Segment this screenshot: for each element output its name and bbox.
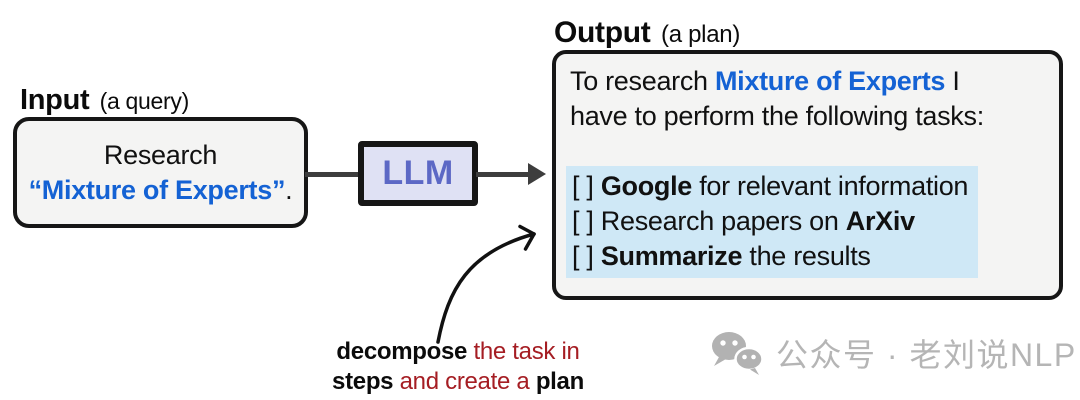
output-label: Output (a plan)	[554, 16, 740, 50]
llm-box: LLM	[358, 141, 478, 206]
arrowhead-right-icon	[528, 163, 546, 185]
llm-label: LLM	[382, 154, 454, 192]
output-plan-box: To research Mixture of Experts I have to…	[552, 50, 1063, 300]
output-label-bold: Output	[554, 16, 651, 49]
checklist-item-google: [ ] Google for relevant information	[572, 171, 969, 201]
input-label-note: (a query)	[99, 88, 190, 114]
wechat-icon	[712, 332, 764, 375]
input-label-bold: Input	[20, 84, 90, 116]
input-to-llm-line	[305, 172, 360, 177]
query-line-1: Research	[103, 139, 218, 170]
annotation-line-1: decompose the task in	[336, 338, 580, 365]
task-checklist: [ ] Google for relevant information [ ] …	[566, 166, 979, 278]
watermark-text: 公众号 · 老刘说NLP	[776, 337, 1077, 373]
checklist-item-arxiv: [ ] Research papers on ArXiv	[572, 206, 915, 236]
output-label-note: (a plan)	[661, 21, 741, 48]
decompose-annotation: decompose the task in steps and create a…	[312, 337, 604, 397]
plan-paragraph-line-2: have to perform the following tasks:	[570, 101, 984, 131]
input-label: Input (a query)	[20, 84, 189, 117]
query-line-2: “Mixture of Experts”.	[28, 174, 293, 205]
llm-to-output-line	[476, 172, 530, 177]
checklist-item-summarize: [ ] Summarize the results	[572, 241, 871, 271]
input-query-box: Research “Mixture of Experts”.	[13, 117, 308, 228]
plan-paragraph-line-1: To research Mixture of Experts I	[570, 66, 960, 96]
curved-arrow-icon	[436, 224, 536, 344]
annotation-line-2: steps and create a plan	[332, 368, 584, 395]
watermark: 公众号 · 老刘说NLP	[710, 330, 1077, 376]
